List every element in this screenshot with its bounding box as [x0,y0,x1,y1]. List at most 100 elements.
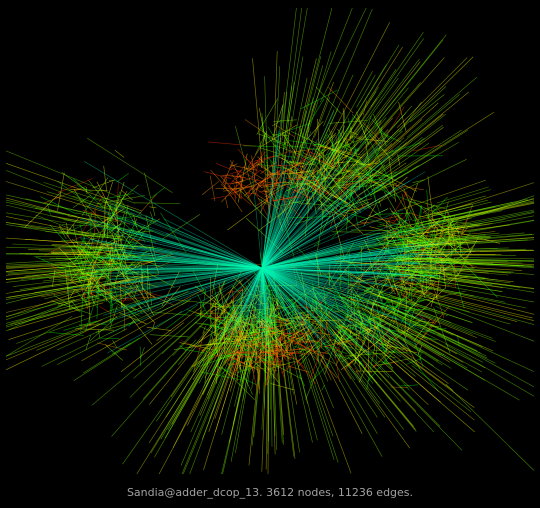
graph-edge [261,267,399,329]
graph-edge [261,220,450,269]
graph-edge [297,306,322,309]
graph-edge [271,164,286,181]
graph-edge [384,350,416,377]
graph-edge [402,233,451,240]
graph-edge [234,184,236,202]
graph-edge [149,246,159,274]
graph-edge [375,342,418,354]
graph-edge [201,180,220,196]
graph-edge [272,282,308,317]
graph-edge [345,339,369,353]
graph-edge [261,169,380,269]
graph-edge [261,267,404,287]
graph-edge [266,351,272,381]
graph-edge [360,136,423,186]
graph-edge [436,218,469,255]
graph-edge [228,357,243,361]
graph-edge [261,147,358,269]
graph-edge [261,267,401,274]
graph-edge [231,333,242,360]
graph-edge [282,340,289,349]
graph-edge [325,134,389,199]
graph-edge [261,267,313,309]
graph-edge [365,298,478,352]
graph-edge [47,191,113,211]
graph-edge [323,8,373,127]
graph-edge [315,254,322,276]
graph-edge [418,235,487,243]
graph-edge [261,267,385,305]
graph-edge [251,186,268,216]
graph-edge [144,172,156,217]
graph-edge [294,309,315,352]
graph-edge [351,332,429,406]
graph-edge [43,186,86,204]
graph-edge [240,267,263,332]
graph-edge [204,171,232,179]
graph-edge [329,120,368,124]
graph-edge [413,320,427,325]
graph-edge [261,267,338,318]
graph-edge [261,267,353,291]
graph-edge [261,207,350,269]
graph-edge [321,384,325,391]
graph-edge [261,267,284,301]
graph-edge [330,147,379,195]
graph-edge [261,267,337,359]
graph-edge [261,174,292,269]
graph-edge [261,184,364,269]
graph-edge [5,319,103,361]
graph-edge [337,330,401,402]
graph-edge [5,261,116,267]
graph-edge [5,317,113,371]
graph-edge [261,192,280,269]
graph-edge [402,281,475,297]
graph-edge [277,166,287,208]
graph-edge [120,301,126,314]
graph-edge [192,304,240,381]
graph-edge [226,170,242,176]
graph-edge [396,280,403,308]
graph-edge [406,224,510,239]
graph-edge [261,267,430,279]
graph-edge [261,236,379,269]
graph-edge [365,244,395,255]
graph-edge [306,298,314,344]
graph-edge [261,267,365,367]
graph-edge [65,267,263,275]
graph-edge [292,319,334,437]
graph-edge [261,267,279,321]
graph-edge [265,360,272,386]
graph-edge [129,255,263,269]
graph-edge [282,332,295,335]
graph-edge [236,351,256,355]
graph-edge [261,267,381,294]
graph-edge [129,236,263,269]
graph-edge [318,199,331,215]
graph-edge [160,212,187,254]
graph-edge [364,159,467,210]
graph-edge [78,241,91,283]
graph-edge [420,270,485,278]
graph-edge [426,216,440,232]
graph-edge [408,198,446,210]
graph-edge [288,160,305,164]
graph-edge [261,267,377,282]
graph-edge [393,239,528,248]
graph-edge [243,267,263,313]
graph-edge [251,185,276,202]
graph-edge [149,334,189,338]
graph-edge [328,360,383,457]
graph-edge [391,113,444,157]
graph-edge [43,273,108,282]
graph-edge [377,317,486,381]
graph-edge [322,301,333,311]
graph-edge [139,245,263,269]
graph-edge [233,267,263,336]
graph-edge [261,203,288,269]
graph-edge [445,276,535,289]
graph-edge [310,364,317,378]
graph-edge [383,296,411,304]
graph-edge [261,229,402,269]
graph-edge [241,336,254,345]
